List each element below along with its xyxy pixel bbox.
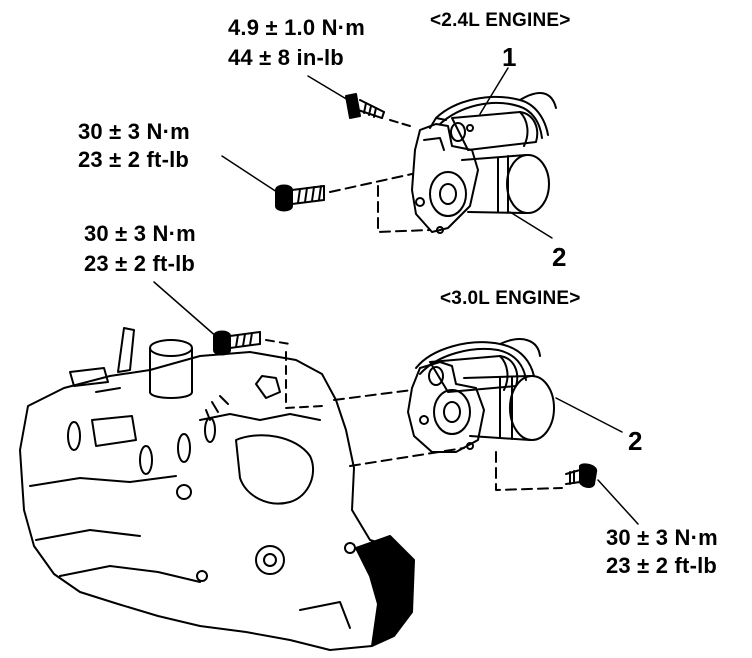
bolt-30-upper <box>213 330 261 356</box>
bolt-24-mounting <box>275 184 325 212</box>
part-number-2-30: 2 <box>628 426 643 456</box>
engine-24-title: <2.4L ENGINE> <box>430 10 571 31</box>
bolt-24-torque-metric: 30 ± 3 N·m <box>78 119 190 144</box>
bolt-path-dash <box>389 119 411 127</box>
starter-motor-24 <box>411 92 557 234</box>
bolt-30-lower <box>565 463 598 488</box>
part-number-1: 1 <box>502 42 517 72</box>
engine-30-title: <3.0L ENGINE> <box>440 288 581 309</box>
bolt-30-upper-torque-imperial: 23 ± 2 ft-lb <box>84 251 196 276</box>
bolt-30-upper-torque-metric: 30 ± 3 N·m <box>84 221 196 246</box>
bolt-24-torque-imperial: 23 ± 2 ft-lb <box>78 147 190 172</box>
starter-motor-30 <box>407 338 555 453</box>
transaxle-case <box>19 327 415 651</box>
part-number-2-24: 2 <box>552 242 567 272</box>
bolt-30-lower-torque-metric: 30 ± 3 N·m <box>606 525 718 550</box>
bolt-30-lower-torque-imperial: 23 ± 2 ft-lb <box>606 553 718 578</box>
small-bolt-torque-imperial: 44 ± 8 in-lb <box>228 45 344 70</box>
small-bolt-torque-metric: 4.9 ± 1.0 N·m <box>228 15 365 40</box>
small-bolt-24 <box>345 93 385 119</box>
